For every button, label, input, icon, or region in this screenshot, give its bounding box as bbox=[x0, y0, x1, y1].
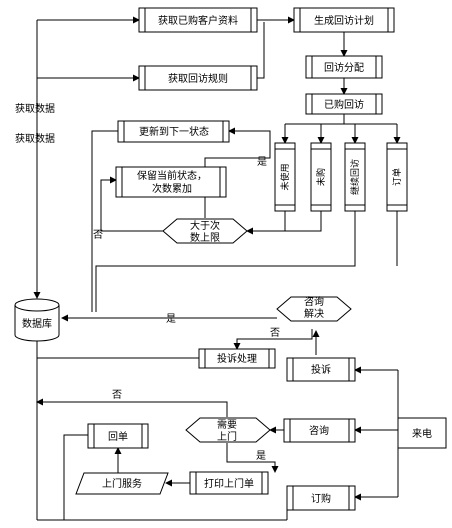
col-continue-label: 继续回访 bbox=[349, 159, 361, 195]
update-next-label: 更新到下一状态 bbox=[139, 125, 209, 138]
over-limit-decision: 大于次 数上限 bbox=[162, 218, 248, 244]
database-label: 数据库 bbox=[22, 317, 52, 330]
complaint-handle-box: 投诉处理 bbox=[198, 348, 276, 369]
update-next-box: 更新到下一状态 bbox=[117, 120, 230, 143]
over-limit-label-2: 数上限 bbox=[190, 231, 220, 244]
col-notbuy: 未购 bbox=[310, 142, 332, 212]
receipt-box: 回单 bbox=[87, 423, 149, 449]
gen-plan-label: 生成回访计划 bbox=[314, 14, 374, 27]
col-unused-label: 未使用 bbox=[279, 163, 291, 190]
fetch-data-label-2: 获取数据 bbox=[15, 132, 55, 145]
gen-plan-box: 生成回访计划 bbox=[293, 7, 395, 33]
complaint-handle-label: 投诉处理 bbox=[217, 352, 257, 365]
get-customer-data-label: 获取已购客户资料 bbox=[158, 14, 238, 27]
database-icon: 数据库 bbox=[14, 298, 60, 342]
no-label-over-limit: 否 bbox=[93, 229, 103, 241]
print-door-label: 打印上门单 bbox=[204, 477, 254, 490]
consult-resolve-label-2: 解决 bbox=[304, 307, 324, 320]
consult-label: 咨询 bbox=[309, 424, 329, 437]
consult-resolve-decision: 咨询 解决 bbox=[276, 295, 352, 322]
keep-state-label-1: 保留当前状态， bbox=[137, 169, 207, 182]
get-customer-data-box: 获取已购客户资料 bbox=[138, 7, 258, 33]
need-visit-label-1: 需要 bbox=[217, 419, 237, 431]
need-visit-decision: 需要 上门 bbox=[185, 417, 271, 443]
no-label-need-visit: 否 bbox=[112, 389, 122, 401]
over-limit-label-1: 大于次 bbox=[190, 219, 220, 232]
keep-state-box: 保留当前状态， 次数累加 bbox=[115, 166, 227, 198]
need-visit-label-2: 上门 bbox=[217, 430, 237, 443]
col-unused: 未使用 bbox=[274, 142, 296, 212]
col-notbuy-label: 未购 bbox=[315, 168, 327, 186]
col-continue: 继续回访 bbox=[344, 142, 366, 212]
visit-assign-box: 回访分配 bbox=[305, 55, 383, 79]
door-service-label: 上门服务 bbox=[102, 477, 142, 490]
order-box: 订购 bbox=[286, 485, 356, 511]
order-label: 订购 bbox=[311, 492, 331, 505]
receipt-label: 回单 bbox=[108, 431, 128, 443]
complaint-box: 投诉 bbox=[286, 357, 356, 382]
incoming-call-label: 来电 bbox=[412, 427, 432, 440]
complaint-label: 投诉 bbox=[311, 363, 331, 376]
consult-resolve-label-1: 咨询 bbox=[304, 295, 324, 308]
no-label-consult: 否 bbox=[270, 327, 280, 339]
col-order-label: 订单 bbox=[391, 168, 403, 186]
col-order: 订单 bbox=[386, 142, 408, 212]
keep-state-label-2: 次数累加 bbox=[152, 182, 192, 195]
door-service-box: 上门服务 bbox=[75, 472, 169, 495]
yes-label-consult: 是 bbox=[166, 313, 176, 325]
print-door-box: 打印上门单 bbox=[189, 471, 269, 495]
get-visit-rules-label: 获取回访规则 bbox=[168, 72, 228, 85]
yes-label-over-limit: 是 bbox=[257, 156, 267, 168]
yes-label-need-visit: 是 bbox=[256, 450, 266, 462]
connectors bbox=[33, 16, 401, 521]
incoming-call-box: 来电 bbox=[397, 417, 447, 449]
get-visit-rules-box: 获取回访规则 bbox=[138, 65, 258, 91]
fetch-data-label-1: 获取数据 bbox=[15, 102, 55, 115]
bought-visit-label: 已购回访 bbox=[324, 98, 364, 111]
bought-visit-box: 已购回访 bbox=[305, 93, 383, 115]
visit-assign-label: 回访分配 bbox=[324, 62, 364, 74]
consult-box: 咨询 bbox=[283, 418, 356, 443]
